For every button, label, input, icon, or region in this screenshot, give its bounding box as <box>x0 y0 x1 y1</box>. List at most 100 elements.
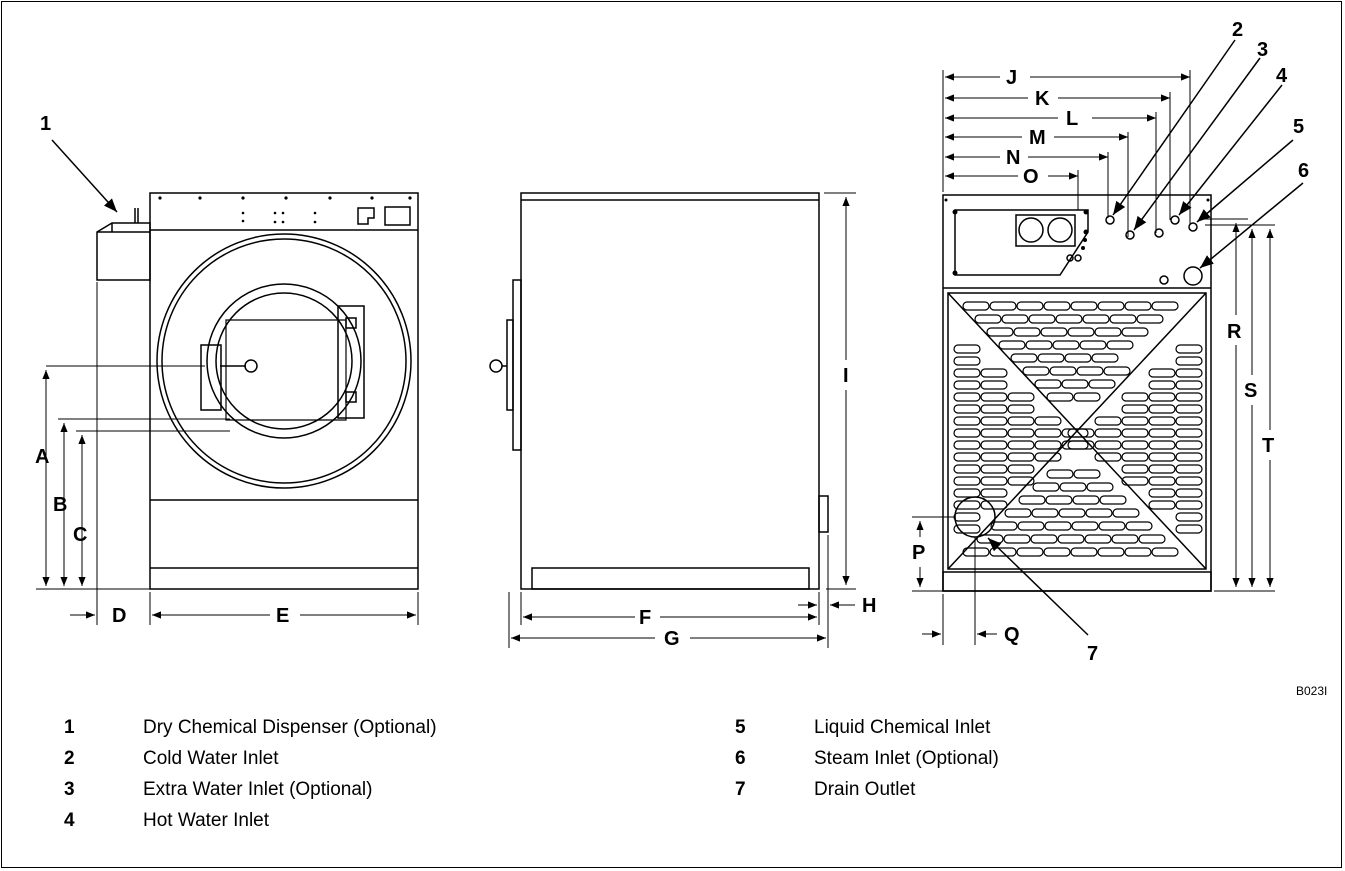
vent-slot <box>1148 452 1176 462</box>
vent-slot <box>1052 340 1080 350</box>
vent-slot <box>980 500 1008 510</box>
vent-slot <box>1007 428 1035 438</box>
hot-water-inlet <box>1170 215 1180 225</box>
vent-slot <box>980 476 1008 486</box>
vent-slot <box>1175 464 1203 474</box>
vent-slot <box>1097 547 1125 557</box>
vent-slot <box>1175 404 1203 414</box>
vent-slot <box>989 301 1017 311</box>
vent-slot <box>1067 428 1095 438</box>
vent-slot <box>1148 368 1176 378</box>
vent-slot <box>1022 366 1050 376</box>
vent-slot <box>1013 327 1041 337</box>
vent-slot <box>1061 379 1089 389</box>
vent-slot <box>980 440 1008 450</box>
door-outer-ring <box>156 233 412 489</box>
vent-slot <box>953 344 981 354</box>
vent-slot <box>1007 440 1035 450</box>
vent-slot <box>1109 314 1137 324</box>
steam-inlet <box>1183 266 1203 286</box>
vent-slot <box>1148 440 1176 450</box>
vent-slot <box>980 464 1008 474</box>
vent-slot <box>1028 314 1056 324</box>
vent-slot <box>1043 547 1071 557</box>
vent-slot <box>1094 416 1122 426</box>
dim-label-h: H <box>862 595 876 617</box>
vent-slot <box>1175 488 1203 498</box>
vent-slot <box>1043 301 1071 311</box>
vent-slot <box>1037 353 1065 363</box>
drain-outlet <box>954 496 996 538</box>
vent-slot <box>953 452 981 462</box>
front-cabinet <box>149 192 419 590</box>
vent-slot <box>1097 301 1125 311</box>
vent-slot <box>1148 488 1176 498</box>
vent-slot <box>1007 404 1035 414</box>
vent-slot <box>1055 314 1083 324</box>
vent-slot <box>1175 428 1203 438</box>
vent-slot <box>1148 404 1176 414</box>
vent-slot <box>1124 301 1152 311</box>
vent-slot <box>1124 547 1152 557</box>
dim-label-r: R <box>1227 321 1242 343</box>
vent-slot <box>1007 392 1035 402</box>
dim-label-i: I <box>843 365 849 387</box>
vent-slot <box>1018 495 1046 505</box>
vent-slot <box>1148 476 1176 486</box>
dim-label-s: S <box>1244 380 1257 402</box>
vent-slot <box>1007 416 1035 426</box>
callout-1: 1 <box>40 113 51 135</box>
vent-slot <box>1016 301 1044 311</box>
vent-slot <box>1031 508 1059 518</box>
vent-slot <box>1091 353 1119 363</box>
vent-slot <box>1175 416 1203 426</box>
vent-slot <box>1025 340 1053 350</box>
vent-slot <box>1064 353 1092 363</box>
vent-slot <box>1175 392 1203 402</box>
dim-label-k: K <box>1035 88 1050 110</box>
vent-slot <box>1099 495 1127 505</box>
vent-slot <box>1148 464 1176 474</box>
vent-slot <box>1071 521 1099 531</box>
vent-slot <box>1175 500 1203 510</box>
vent-slot <box>953 416 981 426</box>
vent-slot <box>1175 380 1203 390</box>
side-cabinet <box>520 192 820 590</box>
side-dimensions <box>508 192 856 648</box>
dry-chemical-dispenser <box>96 222 151 281</box>
vent-slot <box>953 404 981 414</box>
vent-slot <box>1125 521 1153 531</box>
diagram-code: B023I <box>1296 684 1327 698</box>
dim-label-l: L <box>1066 108 1078 130</box>
cold-water-inlet <box>1105 215 1115 225</box>
vent-slot <box>980 488 1008 498</box>
side-view <box>489 192 829 590</box>
vent-slot <box>1067 440 1095 450</box>
control-panel-display <box>384 206 411 226</box>
vent-slot <box>1175 356 1203 366</box>
vent-slot <box>1049 366 1077 376</box>
dimension-letters: A B C D E F G H I J K L M N O P Q R S T <box>35 67 1274 650</box>
vent-slot <box>1148 416 1176 426</box>
dim-label-f: F <box>639 607 651 629</box>
dim-label-p: P <box>912 542 925 564</box>
vent-slot <box>953 440 981 450</box>
rear-dimensions <box>912 39 1304 645</box>
vent-slot <box>1079 340 1107 350</box>
rear-access-panel <box>954 209 1089 276</box>
vent-slot <box>1004 508 1032 518</box>
vent-slot <box>1073 469 1101 479</box>
vent-slot <box>1148 380 1176 390</box>
callout-numbers: 1 2 3 4 5 6 7 <box>40 19 1309 665</box>
vent-slot <box>1007 464 1035 474</box>
vent-slot <box>980 380 1008 390</box>
vent-slot <box>953 428 981 438</box>
vent-slot <box>1175 512 1203 522</box>
vent-slot <box>1088 379 1116 389</box>
vent-slot <box>1007 452 1035 462</box>
dim-label-t: T <box>1262 435 1274 457</box>
vent-slot <box>1085 508 1113 518</box>
callout-3: 3 <box>1257 39 1268 61</box>
vent-slot <box>1106 340 1134 350</box>
